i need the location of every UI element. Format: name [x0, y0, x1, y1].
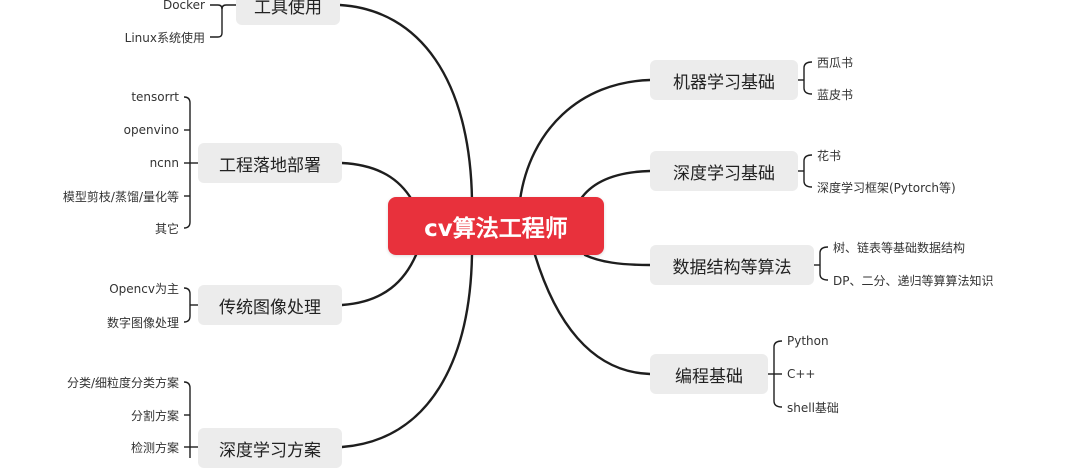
connector-root-dsalgo — [583, 253, 652, 267]
leaf-digital-image[interactable]: 数字图像处理 — [70, 310, 184, 334]
branch-traditional[interactable]: 传统图像处理 — [198, 285, 342, 325]
leaf-detection[interactable]: 检测方案 — [90, 435, 184, 459]
leaf-opencv[interactable]: Opencv为主 — [70, 276, 184, 300]
leaf-algorithms-label: DP、二分、递归等算算法知识 — [833, 273, 994, 288]
leaf-openvino-label: openvino — [123, 123, 179, 137]
leaf-flower-book[interactable]: 花书 — [812, 143, 872, 167]
leaf-openvino[interactable]: openvino — [100, 118, 184, 142]
leaf-watermelon-book[interactable]: 西瓜书 — [812, 50, 882, 74]
leaf-detection-label: 检测方案 — [130, 440, 179, 455]
branch-deploy[interactable]: 工程落地部署 — [198, 143, 342, 183]
leaf-model-compress[interactable]: 模型剪枝/蒸馏/量化等 — [30, 184, 184, 208]
leaf-cpp[interactable]: C++ — [782, 362, 842, 386]
leaf-classification[interactable]: 分类/细粒度分类方案 — [30, 370, 184, 394]
leaf-tensorrt[interactable]: tensorrt — [100, 85, 184, 109]
branch-dl-solution[interactable]: 深度学习方案 — [198, 428, 342, 468]
connector-root-dlsolution — [340, 253, 474, 449]
connector-root-tools — [338, 3, 474, 202]
branch-deploy-label: 工程落地部署 — [219, 155, 321, 176]
leaf-python[interactable]: Python — [782, 329, 852, 353]
branch-tools-label: 工具使用 — [254, 0, 322, 18]
root-node-label: cv算法工程师 — [424, 216, 568, 242]
branch-ds-algo[interactable]: 数据结构等算法 — [650, 245, 814, 285]
leaf-linux-label: Linux系统使用 — [124, 30, 205, 45]
leaf-opencv-label: Opencv为主 — [109, 281, 179, 296]
connector-root-programming — [533, 253, 652, 376]
leaf-shell-label: shell基础 — [787, 400, 839, 415]
leaf-blue-book[interactable]: 蓝皮书 — [812, 82, 882, 106]
leaf-other[interactable]: 其它 — [100, 216, 184, 240]
leaf-dl-framework[interactable]: 深度学习框架(Pytorch等) — [812, 175, 982, 199]
leaf-linux[interactable]: Linux系统使用 — [100, 25, 210, 49]
branch-tools[interactable]: 工具使用 — [236, 0, 340, 25]
mindmap-canvas: cv算法工程师 工具使用 Docker Linux系统使用 工程落地部署 ten… — [30, 0, 1022, 468]
leaf-flower-book-label: 花书 — [817, 148, 842, 163]
branch-ml-basics-label: 机器学习基础 — [673, 72, 775, 93]
leaf-data-structures[interactable]: 树、链表等基础数据结构 — [828, 235, 998, 259]
leaf-python-label: Python — [787, 334, 829, 348]
leaf-segmentation[interactable]: 分割方案 — [90, 403, 184, 427]
connector-root-mlbasics — [518, 78, 652, 202]
leaf-watermelon-book-label: 西瓜书 — [817, 55, 854, 70]
branch-dl-solution-label: 深度学习方案 — [219, 440, 321, 461]
leaf-ncnn[interactable]: ncnn — [100, 151, 184, 175]
leaf-digital-image-label: 数字图像处理 — [106, 315, 179, 330]
connector-root-traditional — [340, 253, 418, 307]
root-node[interactable]: cv算法工程师 — [388, 197, 604, 255]
branch-dl-basics-label: 深度学习基础 — [673, 163, 775, 184]
branch-programming[interactable]: 编程基础 — [650, 354, 768, 394]
branch-ml-basics[interactable]: 机器学习基础 — [650, 60, 798, 100]
branch-programming-label: 编程基础 — [675, 366, 743, 387]
leaf-dl-framework-label: 深度学习框架(Pytorch等) — [817, 180, 956, 195]
branch-ds-algo-label: 数据结构等算法 — [672, 257, 792, 278]
leaf-docker-label: Docker — [162, 0, 205, 12]
branch-traditional-label: 传统图像处理 — [219, 297, 321, 318]
branch-dl-basics[interactable]: 深度学习基础 — [650, 151, 798, 191]
leaf-segmentation-label: 分割方案 — [130, 408, 179, 423]
leaf-algorithms[interactable]: DP、二分、递归等算算法知识 — [828, 268, 1022, 292]
leaf-docker[interactable]: Docker — [140, 0, 210, 17]
leaf-cpp-label: C++ — [787, 367, 816, 381]
leaf-model-compress-label: 模型剪枝/蒸馏/量化等 — [62, 189, 179, 204]
leaf-data-structures-label: 树、链表等基础数据结构 — [833, 240, 966, 255]
leaf-blue-book-label: 蓝皮书 — [817, 87, 854, 102]
leaf-tensorrt-label: tensorrt — [131, 90, 179, 104]
leaf-shell[interactable]: shell基础 — [782, 395, 862, 419]
connector-root-deploy — [340, 161, 414, 202]
connector-lines — [183, 3, 829, 458]
connector-root-dlbasics — [578, 169, 652, 202]
leaf-ncnn-label: ncnn — [149, 156, 179, 170]
leaf-other-label: 其它 — [154, 221, 179, 236]
leaf-classification-label: 分类/细粒度分类方案 — [66, 375, 179, 390]
